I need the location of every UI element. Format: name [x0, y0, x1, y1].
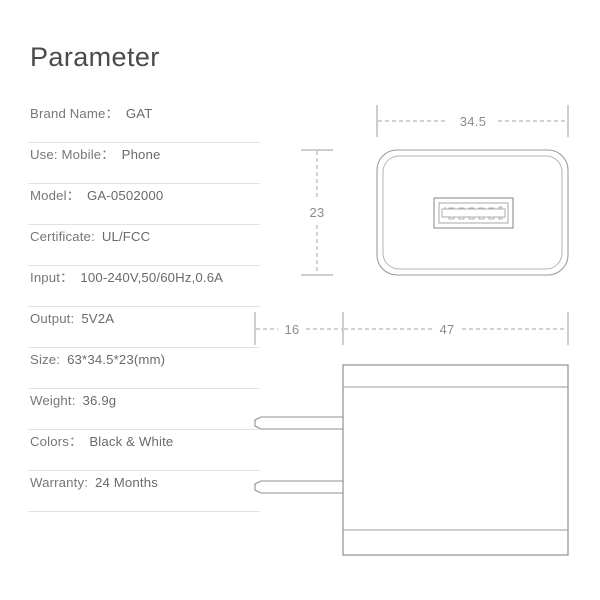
- spec-label: Colors：: [30, 434, 83, 449]
- dimension-label-height: 23: [309, 205, 324, 220]
- dimension-label-body: 47: [439, 322, 454, 337]
- usb-a-port-icon: [433, 197, 514, 229]
- spec-value: Black & White: [89, 434, 174, 449]
- spec-value: GAT: [125, 106, 153, 121]
- spec-value: UL/FCC: [101, 229, 151, 244]
- spec-label: Input：: [30, 270, 74, 285]
- dimension-prong-and-body: 16 47: [254, 312, 569, 345]
- spec-label: Size:: [30, 352, 61, 367]
- spec-row-model: Model： GA-0502000: [28, 184, 260, 225]
- front-view-group: 34.5 23: [301, 105, 569, 276]
- spec-row-size: Size: 63*34.5*23(mm): [28, 348, 260, 389]
- parameter-spec-panel: Parameter Brand Name： GAT Use: Mobile： Pho…: [28, 40, 260, 512]
- parameter-list: Brand Name： GAT Use: Mobile： Phone Model： G…: [28, 102, 260, 512]
- side-view-group: 16 47: [254, 312, 569, 556]
- spec-label: Model：: [30, 188, 81, 203]
- spec-row-input: Input： 100-240V,50/60Hz,0.6A: [28, 266, 260, 307]
- spec-label: Output:: [30, 311, 75, 326]
- spec-value: 5V2A: [81, 311, 115, 326]
- spec-value: GA-0502000: [87, 188, 164, 203]
- spec-value: 24 Months: [95, 475, 158, 490]
- page-title: Parameter: [30, 42, 160, 72]
- dimension-height-23: 23: [301, 149, 333, 276]
- plug-prong-upper: [254, 416, 344, 430]
- dimension-label-width: 34.5: [460, 114, 487, 129]
- spec-row-warranty: Warranty: 24 Months: [28, 471, 260, 512]
- spec-row-weight: Weight: 36.9g: [28, 389, 260, 430]
- spec-row-output: Output: 5V2A: [28, 307, 260, 348]
- plug-prong-lower: [254, 480, 344, 494]
- dimension-width-34-5: 34.5: [376, 105, 569, 137]
- spec-label: Weight:: [30, 393, 76, 408]
- spec-label: Certificate:: [30, 229, 95, 244]
- spec-row-brand-name: Brand Name： GAT: [28, 102, 260, 143]
- spec-row-use: Use: Mobile： Phone: [28, 143, 260, 184]
- spec-label: Warranty:: [30, 475, 89, 490]
- spec-value: 63*34.5*23(mm): [67, 352, 166, 367]
- spec-value: 36.9g: [82, 393, 117, 408]
- spec-row-colors: Colors： Black & White: [28, 430, 260, 471]
- spec-label: Brand Name：: [30, 106, 119, 121]
- spec-value: 100-240V,50/60Hz,0.6A: [80, 270, 224, 285]
- spec-row-certificate: Certificate: UL/FCC: [28, 225, 260, 266]
- dimension-label-prong: 16: [284, 322, 299, 337]
- spec-label: Use: Mobile：: [30, 147, 115, 162]
- charger-side-body: [342, 364, 569, 556]
- spec-value: Phone: [121, 147, 161, 162]
- technical-drawing: 34.5 23: [250, 90, 590, 570]
